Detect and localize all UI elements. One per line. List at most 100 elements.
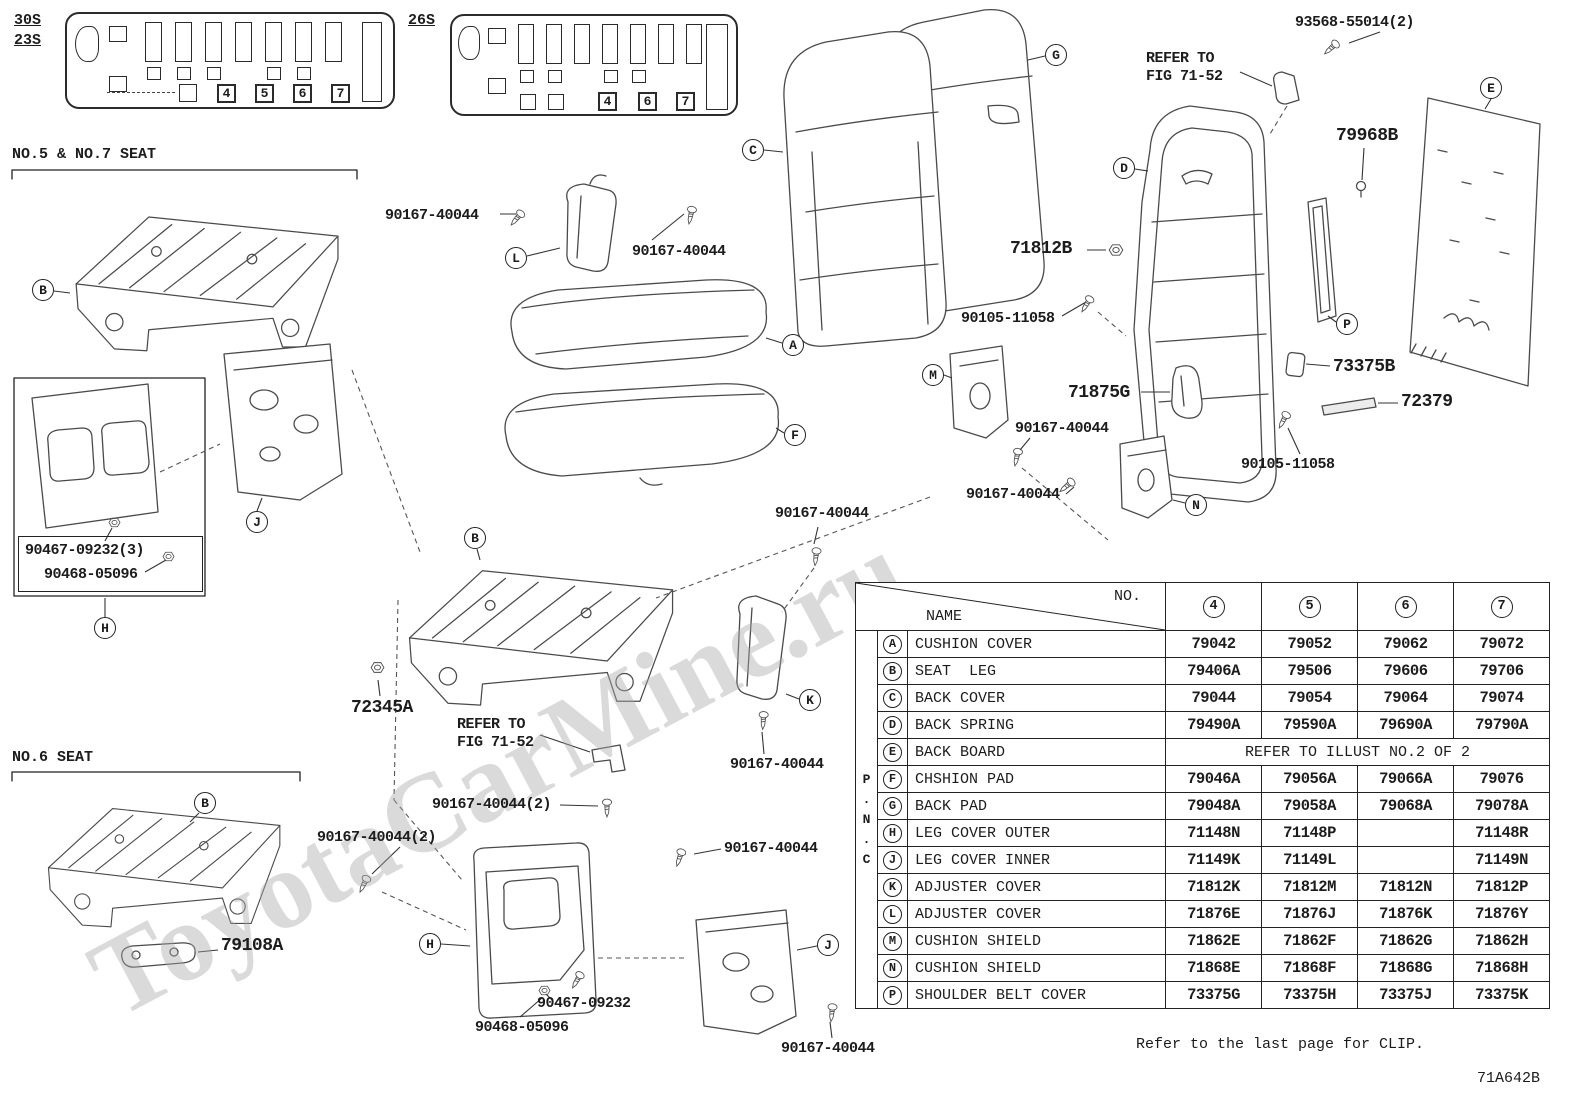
part-number: 79076	[1453, 765, 1550, 793]
row-letter: N	[877, 954, 908, 982]
table-row: G BACK PAD 79048A 79058A 79068A 79078A	[856, 792, 1550, 820]
seat-cell	[574, 24, 590, 64]
seat-cell-numbered: 7	[676, 92, 695, 111]
part-callout: 90167-40044(2)	[317, 829, 437, 846]
table-row: F CHSHION PAD 79046A 79056A 79066A 79076	[856, 765, 1550, 793]
part-callout: 90167-40044	[632, 243, 726, 260]
part-name: CUSHION SHIELD	[907, 954, 1166, 982]
part-number: 79590A	[1261, 711, 1358, 739]
screw-icon	[1056, 476, 1078, 496]
part-number: 71868G	[1357, 954, 1454, 982]
leg-cover-outer-left	[31, 383, 159, 529]
table-row: E BACK BOARD REFER TO ILLUST NO.2 OF 2	[856, 738, 1550, 766]
balloon-e: E	[1480, 77, 1502, 99]
hinge-bracket	[1273, 71, 1300, 105]
name-header: NAME	[926, 608, 963, 625]
part-callout: 90167-40044	[730, 756, 824, 773]
seat-cell	[488, 28, 506, 44]
part-number: 71868E	[1165, 954, 1262, 982]
seat-cell	[362, 22, 382, 102]
back-spring-hook	[1171, 365, 1203, 419]
diagonal-line	[856, 583, 1165, 630]
leg-cover-inner-bottom	[695, 909, 797, 1035]
table-row: D BACK SPRING 79490A 79590A 79690A 79790…	[856, 711, 1550, 739]
seat-cell	[179, 84, 197, 102]
part-number: 73375K	[1453, 981, 1550, 1009]
map-label-30s: 30S	[14, 12, 42, 29]
section-title-no6: NO.6 SEAT	[12, 749, 94, 766]
row-letter: B	[877, 657, 908, 685]
seat-cell	[546, 24, 562, 64]
seat-cell	[706, 24, 728, 110]
part-number: 79054	[1261, 684, 1358, 712]
part-number: 79490A	[1165, 711, 1262, 739]
seat-cell	[109, 26, 127, 42]
seat-cell-numbered: 6	[638, 92, 657, 111]
no-header: NO.	[1113, 588, 1141, 605]
refer-note: REFER TO FIG 71-52	[1146, 50, 1223, 85]
part-name: CUSHION COVER	[907, 630, 1166, 658]
part-callout: 90105-11058	[1241, 456, 1335, 473]
part-number: 79052	[1261, 630, 1358, 658]
balloon-b3: B	[194, 792, 216, 814]
seat-cell-numbered: 4	[217, 84, 236, 103]
column-header-5: 5	[1261, 582, 1358, 631]
part-number: 71876J	[1261, 900, 1358, 928]
cushion-shield-n	[1119, 435, 1173, 519]
cushion-cover-illustration	[510, 279, 768, 370]
part-number: 79058A	[1261, 792, 1358, 820]
part-number: 71862F	[1261, 927, 1358, 955]
row-letter: H	[877, 819, 908, 847]
seat-cell	[147, 67, 161, 80]
table-row: M CUSHION SHIELD 71862E 71862F 71862G 71…	[856, 927, 1550, 955]
part-callout: 90167-40044(2)	[432, 796, 552, 813]
part-number: 71812P	[1453, 873, 1550, 901]
part-number: 79042	[1165, 630, 1262, 658]
seat-cell	[295, 22, 312, 62]
screw-icon	[826, 1002, 838, 1023]
table-row: L ADJUSTER COVER 71876E 71876J 71876K 71…	[856, 900, 1550, 928]
table-row: P SHOULDER BELT COVER 73375G 73375H 7337…	[856, 981, 1550, 1009]
doc-code: 71A642B	[1477, 1070, 1541, 1087]
seat-cell	[548, 70, 562, 83]
part-number: 79044	[1165, 684, 1262, 712]
screw-icon	[757, 710, 769, 731]
part-number: 71862E	[1165, 927, 1262, 955]
seat-cell	[325, 22, 342, 62]
balloon-g: G	[1045, 44, 1067, 66]
nut-icon	[1108, 244, 1124, 256]
column-header-6: 6	[1357, 582, 1454, 631]
part-number: 71812K	[1165, 873, 1262, 901]
screw-icon	[684, 205, 698, 226]
table-header-diagonal: NAME NO.	[855, 582, 1166, 631]
refer-to-illust-note: REFER TO ILLUST NO.2 OF 2	[1165, 738, 1550, 766]
belt-cover-piece	[1285, 351, 1306, 378]
screw-icon	[355, 873, 373, 895]
part-callout: 90468-05096	[475, 1019, 569, 1036]
driver-figure-icon	[75, 26, 99, 62]
balloon-n: N	[1185, 494, 1207, 516]
fastener-label-box	[18, 536, 203, 592]
part-number: 71812M	[1261, 873, 1358, 901]
part-number	[1357, 846, 1454, 874]
part-callout: 72379	[1401, 392, 1453, 412]
row-letter: M	[877, 927, 908, 955]
part-callout: 90167-40044	[385, 207, 479, 224]
screw-icon	[602, 798, 612, 818]
part-callout: 71875G	[1068, 383, 1130, 403]
part-number: 71876K	[1357, 900, 1454, 928]
part-callout: 90167-40044	[775, 505, 869, 522]
part-callout: 73375B	[1333, 357, 1395, 377]
screw-icon	[1010, 447, 1024, 468]
back-board-illustration	[1409, 97, 1541, 387]
map-label-23s: 23S	[14, 32, 42, 49]
row-letter: P	[877, 981, 908, 1009]
seat-cell	[177, 67, 191, 80]
part-callout: 90167-40044	[966, 486, 1060, 503]
part-name: BACK COVER	[907, 684, 1166, 712]
part-number: 71149N	[1453, 846, 1550, 874]
seat-cell	[205, 22, 222, 62]
part-number: 79062	[1357, 630, 1454, 658]
part-callout: 90167-40044	[1015, 420, 1109, 437]
seat-leg-frame-2	[408, 570, 674, 706]
